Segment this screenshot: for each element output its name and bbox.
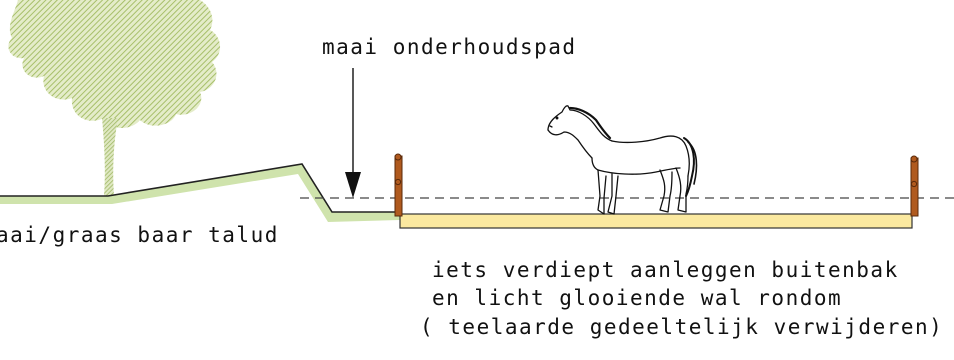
tree-icon bbox=[8, 0, 221, 196]
path-label: maai onderhoudspad bbox=[322, 35, 577, 59]
note-line-3: ( teelaarde gedeeltelijk verwijderen) bbox=[420, 315, 943, 339]
fence-post-left bbox=[394, 153, 403, 217]
ground-line bbox=[0, 163, 400, 213]
grass-bank bbox=[0, 164, 400, 222]
note-line-1: iets verdiept aanleggen buitenbak bbox=[432, 258, 899, 282]
horse-icon bbox=[547, 105, 698, 215]
arrow-down-icon bbox=[345, 68, 361, 198]
note-line-2: en licht glooiende wal rondom bbox=[432, 286, 842, 310]
slope-label: aai/graas baar talud bbox=[0, 223, 279, 247]
arena-sand-bed bbox=[399, 213, 913, 229]
fence-post-right bbox=[910, 155, 919, 217]
